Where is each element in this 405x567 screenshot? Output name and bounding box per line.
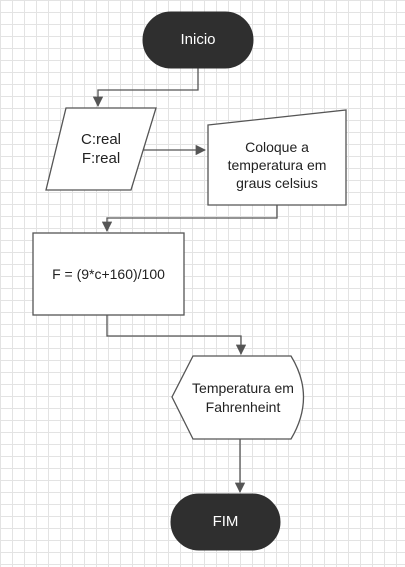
end-terminator <box>170 493 281 551</box>
process-label: F = (9*c+160)/100 <box>52 265 165 282</box>
display-shape <box>171 355 305 440</box>
display-label: Temperatura em Fahrenheint <box>192 380 294 415</box>
declaration-label: C:real F:real <box>80 130 121 168</box>
manual-input-shape <box>207 109 347 206</box>
start-label: Inicio <box>180 31 216 49</box>
connector-process-to-display <box>106 315 247 356</box>
process-rectangle <box>32 232 185 316</box>
end-label: FIM <box>212 513 239 531</box>
input-label: Coloque a temperatura em graus celsius <box>227 138 327 192</box>
connector-start-to-declare <box>92 68 199 108</box>
start-terminator <box>142 11 254 69</box>
declaration-parallelogram <box>45 107 157 191</box>
connector-input-to-process <box>101 205 278 233</box>
